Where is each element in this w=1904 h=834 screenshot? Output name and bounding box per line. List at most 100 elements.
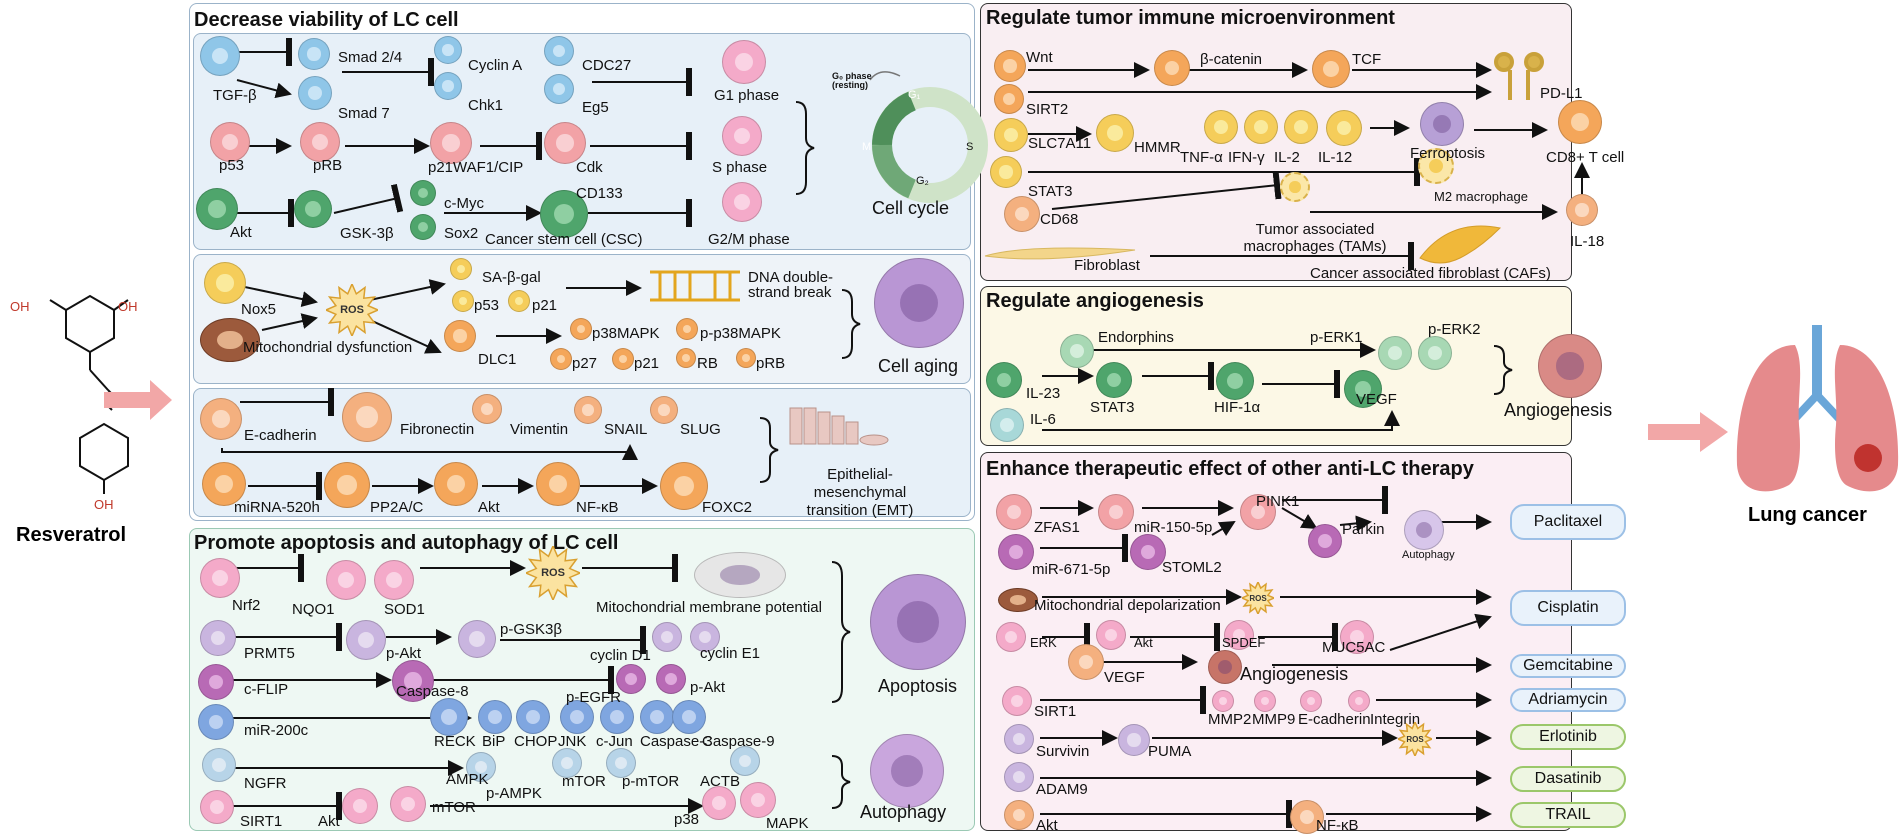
input-arrow bbox=[104, 380, 172, 420]
ros-star-aging: ROS bbox=[326, 284, 378, 336]
label-g1: G1 phase bbox=[714, 87, 780, 104]
label-cjun: c-Jun bbox=[596, 733, 633, 750]
autophagy-big-cell bbox=[870, 734, 944, 808]
jnk-cell bbox=[560, 700, 594, 734]
label-mir520h: miRNA-520h bbox=[234, 499, 320, 516]
sirt2-cell bbox=[994, 84, 1024, 114]
mtor2-cell bbox=[390, 786, 426, 822]
label-il12: IL-12 bbox=[1318, 149, 1353, 166]
label-pegfr: p-EGFR bbox=[566, 689, 622, 706]
mmp9-cell bbox=[1254, 690, 1276, 712]
label-erk: ERK bbox=[1030, 635, 1057, 650]
label-bcatenin: β-catenin bbox=[1200, 51, 1262, 68]
label-muc5ac: MUC5AC bbox=[1322, 639, 1386, 656]
label-sod1: SOD1 bbox=[384, 601, 425, 618]
drug-dasatinib: Dasatinib bbox=[1510, 766, 1626, 792]
label-akt-apo: Akt bbox=[318, 813, 340, 830]
pink1-cell bbox=[1240, 494, 1276, 530]
chop-cell bbox=[516, 700, 550, 734]
label-sirt2: SIRT2 bbox=[1026, 101, 1069, 118]
label-prb: pRB bbox=[313, 157, 343, 174]
smad24-cell bbox=[298, 38, 330, 70]
gsk-cell bbox=[294, 190, 332, 228]
pegfr-cell bbox=[616, 664, 646, 694]
nqo1-cell bbox=[326, 560, 366, 600]
label-slug: SLUG bbox=[680, 421, 721, 438]
label-p38: p38MAPK bbox=[592, 325, 660, 342]
label-mito-depol: Mitochondrial depolarization bbox=[1034, 597, 1221, 614]
ifn-cell bbox=[1244, 110, 1278, 144]
label-gsk3b: GSK-3β bbox=[340, 225, 394, 242]
m2-macrophage-cell bbox=[1418, 148, 1454, 184]
cd8-cell bbox=[1558, 100, 1602, 144]
ferroptosis-cell bbox=[1420, 102, 1464, 146]
puma-cell bbox=[1118, 724, 1150, 756]
label-p53: p53 bbox=[219, 157, 245, 174]
label-il2: IL-2 bbox=[1274, 149, 1300, 166]
nox5-cell bbox=[204, 262, 246, 304]
slc-cell bbox=[994, 118, 1028, 152]
cflip-cell bbox=[198, 664, 234, 700]
label-mtor2: mTOR bbox=[432, 799, 476, 816]
mito-dys-organelle bbox=[200, 318, 260, 362]
akt-cell bbox=[196, 188, 238, 230]
label-adam9: ADAM9 bbox=[1036, 781, 1088, 798]
label-p21: p21WAF1/CIP bbox=[428, 159, 524, 176]
ros-star-therapy1-label: ROS bbox=[1249, 593, 1267, 603]
il2-cell bbox=[1284, 110, 1318, 144]
eg5-cell bbox=[544, 74, 574, 104]
mitochondria-cell bbox=[694, 552, 786, 598]
sirt1-ther-cell bbox=[1002, 686, 1032, 716]
tgf-cell bbox=[200, 36, 240, 76]
cdk-cell bbox=[544, 122, 586, 164]
sabgal-cell bbox=[450, 258, 472, 280]
label-bip: BiP bbox=[482, 733, 506, 750]
label-mir200c: miR-200c bbox=[244, 722, 309, 739]
label-g2-wheel: G₂ bbox=[916, 175, 929, 187]
tam-cell bbox=[1280, 172, 1310, 202]
reck-cell bbox=[430, 698, 468, 736]
zfas1-cell bbox=[996, 494, 1032, 530]
label-tgf: TGF-β bbox=[213, 87, 257, 104]
oh-label-right: OH bbox=[118, 299, 138, 314]
label-foxc2: FOXC2 bbox=[702, 499, 753, 516]
lung-illustration bbox=[1736, 325, 1899, 492]
stat3-imm-cell bbox=[990, 156, 1022, 188]
label-g2m: G2/M phase bbox=[708, 231, 790, 248]
smad7-cell bbox=[298, 76, 332, 110]
foxc2-cell bbox=[660, 462, 708, 510]
label-tams: Tumor associated macrophages (TAMs) bbox=[1243, 221, 1387, 255]
cdc27-cell bbox=[544, 36, 574, 66]
label-zfas1: ZFAS1 bbox=[1034, 519, 1080, 536]
label-eg5: Eg5 bbox=[582, 99, 609, 116]
label-ampk: AMPK bbox=[446, 771, 489, 788]
label-nox5: Nox5 bbox=[241, 301, 277, 318]
label-fibroblast: Fibroblast bbox=[1074, 257, 1140, 274]
label-p53-aging: p53 bbox=[474, 297, 500, 314]
label-mapk: MAPK bbox=[766, 815, 809, 832]
label-cflip: c-FLIP bbox=[244, 681, 289, 698]
label-autophagy: Autophagy bbox=[860, 802, 947, 822]
label-mito-dys: Mitochondrial dysfunction bbox=[243, 339, 413, 356]
prb-cell bbox=[300, 122, 340, 162]
label-cdc27: CDC27 bbox=[582, 57, 632, 74]
vimentin-cell bbox=[472, 394, 502, 424]
pakt-cell bbox=[346, 620, 386, 660]
label-puma: PUMA bbox=[1148, 743, 1192, 760]
nfkb-ther-cell bbox=[1290, 800, 1324, 834]
label-ecad-ther: E-cadherin bbox=[1298, 711, 1371, 728]
label-casp9: Caspase-9 bbox=[702, 733, 775, 750]
label-chk1: Chk1 bbox=[468, 97, 504, 114]
pmtor-cell bbox=[606, 748, 636, 778]
label-jnk: JNK bbox=[558, 733, 587, 750]
label-nrf2: Nrf2 bbox=[232, 597, 261, 614]
mir150-cell bbox=[1098, 494, 1134, 530]
drug-erlotinib: Erlotinib bbox=[1510, 724, 1626, 750]
chk1-cell bbox=[434, 72, 462, 100]
stoml2-cell bbox=[1130, 534, 1166, 570]
vegf-ther-cell bbox=[1068, 644, 1104, 680]
casp9-cell bbox=[672, 700, 706, 734]
rb-cell bbox=[676, 348, 696, 368]
mtor-cell bbox=[552, 748, 582, 778]
fibronectin-cell bbox=[342, 392, 392, 442]
